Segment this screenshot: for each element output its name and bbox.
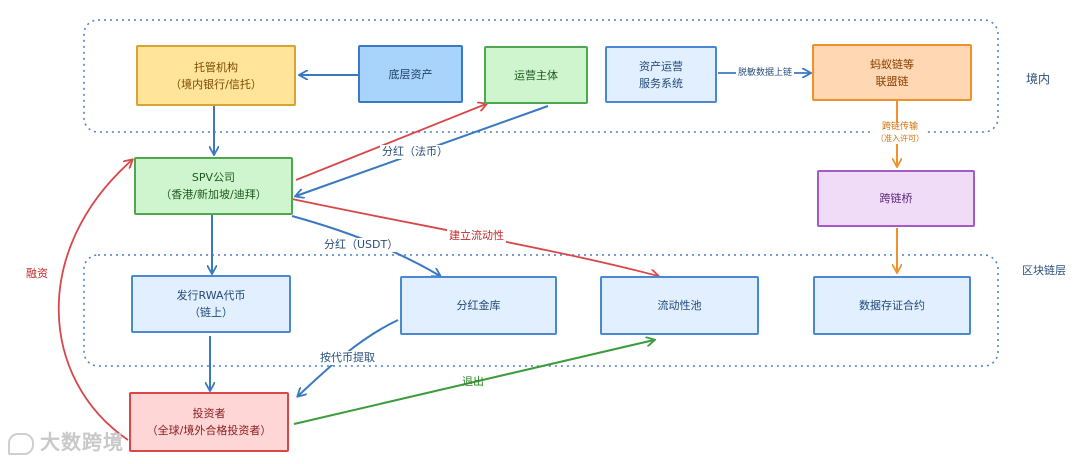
- edge-label-dividend-usdt: 分红（USDT）: [322, 238, 401, 252]
- node-vault-title: 分红金库: [456, 299, 501, 312]
- edge-label-cross-chain: 跨链传输 （准入许可）: [874, 122, 926, 144]
- node-contract-title: 数据存证合约: [859, 299, 925, 312]
- blockchain-region: [83, 254, 999, 367]
- watermark: 大数跨境: [8, 426, 124, 455]
- node-pool-title: 流动性池: [657, 299, 702, 312]
- edge-label-cross-chain-main: 跨链传输: [881, 122, 918, 132]
- edge-label-desensitized: 脱敏数据上链: [736, 66, 795, 80]
- arrow-investor-financing: [57, 160, 132, 441]
- domestic-region: [83, 19, 999, 133]
- edge-label-financing: 融资: [24, 267, 50, 281]
- node-bridge-title: 跨链桥: [879, 192, 913, 205]
- node-dividend-vault: 分红金库: [400, 276, 557, 335]
- node-custodian-subtitle: （境内银行/信托）: [170, 77, 262, 91]
- node-rwa-token: 发行RWA代币 （链上）: [131, 275, 291, 333]
- node-rwa-title: 发行RWA代币: [176, 289, 246, 302]
- node-rwa-subtitle: （链上）: [189, 306, 233, 319]
- arrow-investor-exit: [293, 340, 654, 425]
- watermark-logo-icon: [8, 432, 34, 455]
- watermark-text: 大数跨境: [40, 430, 124, 454]
- node-custodian-title: 托管机构: [194, 60, 238, 74]
- node-investor-title: 投资者: [192, 407, 226, 420]
- node-storage-contract: 数据存证合约: [813, 276, 971, 335]
- node-investor-subtitle: （全球/境外合格投资者）: [146, 424, 272, 437]
- edge-label-exit: 退出: [462, 375, 484, 388]
- node-cross-chain-bridge: 跨链桥: [817, 170, 975, 227]
- node-spv: SPV公司 （香港/新加坡/迪拜）: [134, 157, 293, 215]
- node-underlying-title: 底层资产: [388, 67, 433, 81]
- node-chain-title: 蚂蚁链等: [870, 57, 914, 71]
- edge-label-dividend-fiat: 分红（法币）: [380, 145, 450, 159]
- arrow-spv-to-operator: [295, 104, 486, 181]
- node-spv-subtitle: （香港/新加坡/迪拜）: [160, 188, 267, 201]
- node-liquidity-pool: 流动性池: [600, 276, 759, 335]
- region-label-blockchain: 区块链层: [1022, 264, 1066, 277]
- edge-label-build-liquidity: 建立流动性: [447, 229, 506, 243]
- node-operator: 运营主体: [484, 46, 588, 104]
- node-investor: 投资者 （全球/境外合格投资者）: [129, 392, 289, 452]
- node-chain-subtitle: 联盟链: [875, 74, 909, 88]
- node-spv-title: SPV公司: [191, 171, 236, 184]
- node-custodian: 托管机构 （境内银行/信托）: [136, 45, 296, 106]
- edge-label-access-permit: （准入许可）: [876, 134, 924, 143]
- node-alliance-chain: 蚂蚁链等 联盟链: [812, 44, 972, 101]
- node-operator-title: 运营主体: [514, 68, 558, 82]
- region-label-domestic: 境内: [1026, 72, 1051, 86]
- edge-label-withdraw: 按代币提取: [318, 351, 377, 365]
- node-service-title: 资产运营: [639, 59, 683, 73]
- node-service-system: 资产运营 服务系统: [605, 46, 717, 103]
- node-underlying-asset: 底层资产: [358, 45, 463, 103]
- node-service-subtitle: 服务系统: [639, 76, 683, 90]
